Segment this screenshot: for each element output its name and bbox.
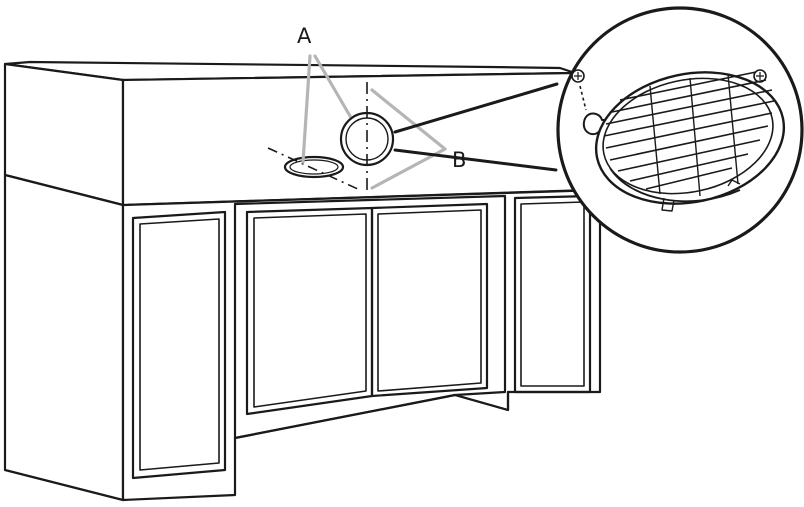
door-left-inset bbox=[253, 213, 367, 408]
leader-a-left bbox=[301, 54, 312, 164]
cabinet-body-front bbox=[121, 188, 602, 502]
callout-label-a: A bbox=[297, 24, 312, 48]
cabinet-body-side bbox=[3, 173, 125, 502]
door-right-inset bbox=[377, 209, 482, 392]
center-frame bbox=[233, 194, 507, 440]
leader-a-right bbox=[313, 54, 352, 118]
vent-grille-icon bbox=[582, 71, 786, 212]
leader-b-triangle bbox=[370, 88, 447, 190]
right-panel-inner bbox=[520, 201, 585, 387]
left-panel-inner bbox=[139, 218, 220, 471]
mounting-hole-left bbox=[267, 147, 361, 191]
left-panel-outer bbox=[131, 210, 227, 480]
cabinet-fascia-front bbox=[121, 71, 592, 207]
cabinet bbox=[3, 60, 602, 502]
mounting-hole-center bbox=[339, 82, 395, 195]
right-panel-outer bbox=[513, 194, 592, 394]
door-right bbox=[370, 202, 489, 398]
detail-bubble bbox=[556, 6, 804, 254]
detail-connector bbox=[393, 82, 559, 172]
callout-label-b: B bbox=[452, 148, 467, 172]
leader-lines bbox=[301, 54, 447, 190]
plinth bbox=[453, 390, 510, 412]
